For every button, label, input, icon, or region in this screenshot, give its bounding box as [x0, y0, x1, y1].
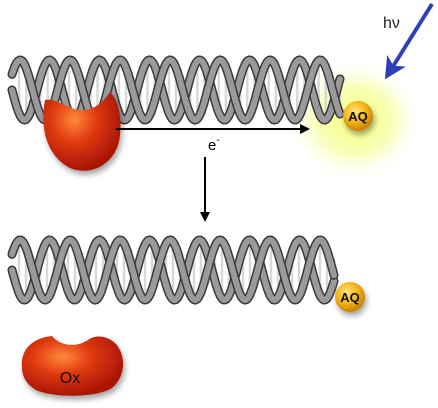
photon-label: hν: [383, 15, 400, 32]
dna-strand: [9, 236, 337, 304]
ox-label: Ox: [60, 370, 80, 387]
aq-label-bottom: AQ: [340, 290, 360, 305]
anthraquinone-badge-bottom: AQ: [335, 282, 365, 312]
oxidized-protein: Ox: [21, 336, 124, 396]
photon-arrow: [384, 2, 434, 80]
anthraquinone-badge-top: AQ: [343, 101, 373, 131]
dna-strand: [9, 56, 343, 124]
aq-label-top: AQ: [348, 109, 368, 124]
bound-protein: [43, 92, 121, 171]
dna-helix-bottom: [7, 235, 339, 305]
dna-strand: [9, 236, 337, 304]
electron-label: e-: [208, 135, 220, 154]
